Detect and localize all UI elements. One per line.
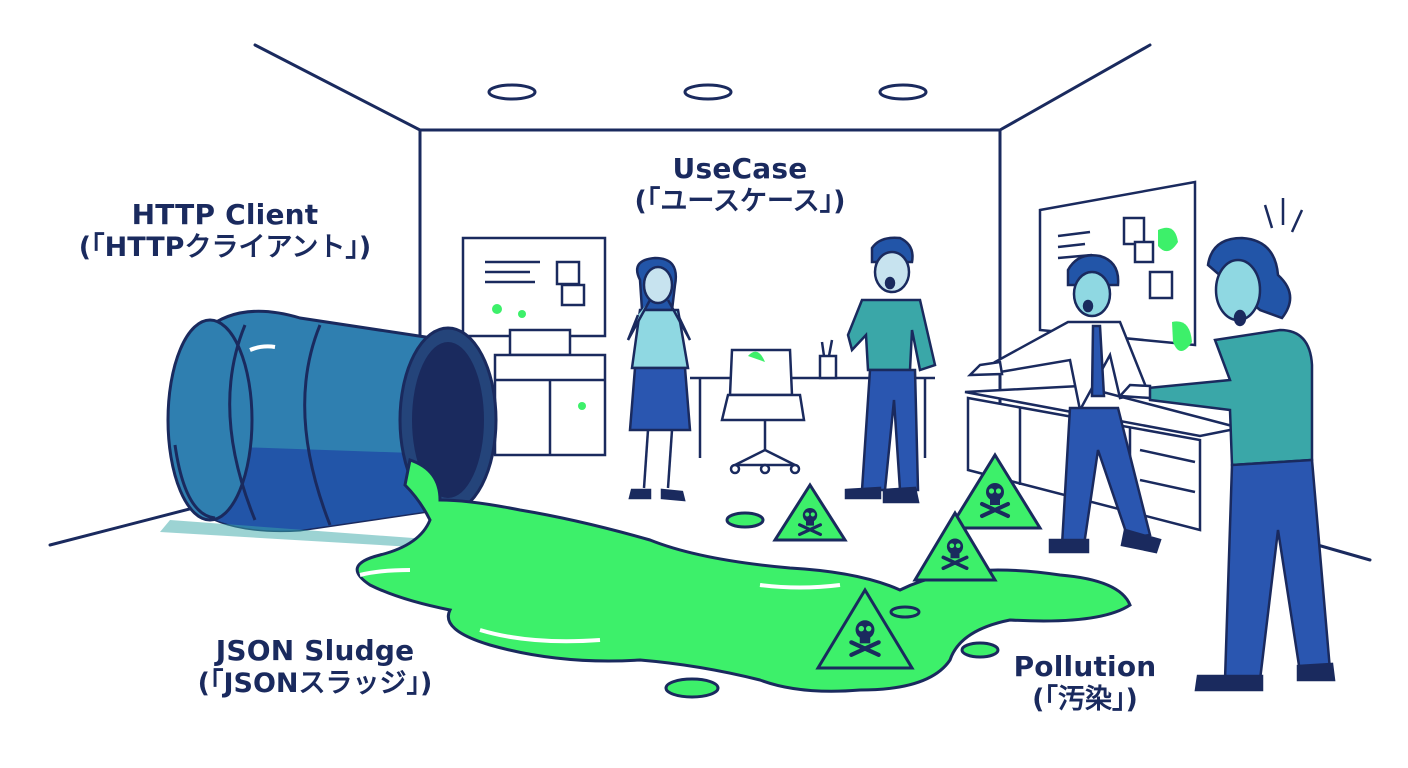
label-usecase-en: UseCase (672, 152, 808, 185)
label-http-client-ja: (「HTTPクライアント」) (78, 232, 372, 264)
man-pointing (966, 254, 1162, 554)
man-shocked-middle (844, 236, 937, 504)
skull-crossbones-hazard-icon (947, 452, 1043, 530)
label-json-sludge-en: JSON Sludge (215, 634, 415, 667)
skull-crossbones-hazard-icon (772, 482, 848, 542)
label-json-sludge-ja: (「JSONスラッジ」) (197, 668, 433, 700)
whiteboard-back (461, 236, 607, 338)
ceiling-light-icon (487, 83, 928, 101)
label-pollution: Pollution (「汚染」) (980, 650, 1190, 717)
label-pollution-ja: (「汚染」) (1032, 684, 1138, 716)
barrel-shadow (160, 520, 440, 548)
woman-horrified-right (1117, 198, 1336, 692)
office-chair (720, 348, 806, 475)
woman-worried-left (626, 256, 692, 502)
label-http-client-en: HTTP Client (131, 198, 319, 231)
label-usecase: UseCase (「ユースケース」) (590, 152, 890, 219)
json-sludge-puddle (355, 458, 1132, 699)
label-json-sludge: JSON Sludge (「JSONスラッジ」) (150, 634, 480, 701)
label-http-client: HTTP Client (「HTTPクライアント」) (50, 198, 400, 265)
back-cabinet (493, 328, 607, 457)
label-pollution-en: Pollution (1013, 650, 1157, 683)
barrel (166, 309, 498, 533)
skull-crossbones-hazard-icon (912, 510, 998, 582)
label-usecase-ja: (「ユースケース」) (634, 186, 846, 218)
skull-crossbones-hazard-icon (815, 587, 915, 670)
